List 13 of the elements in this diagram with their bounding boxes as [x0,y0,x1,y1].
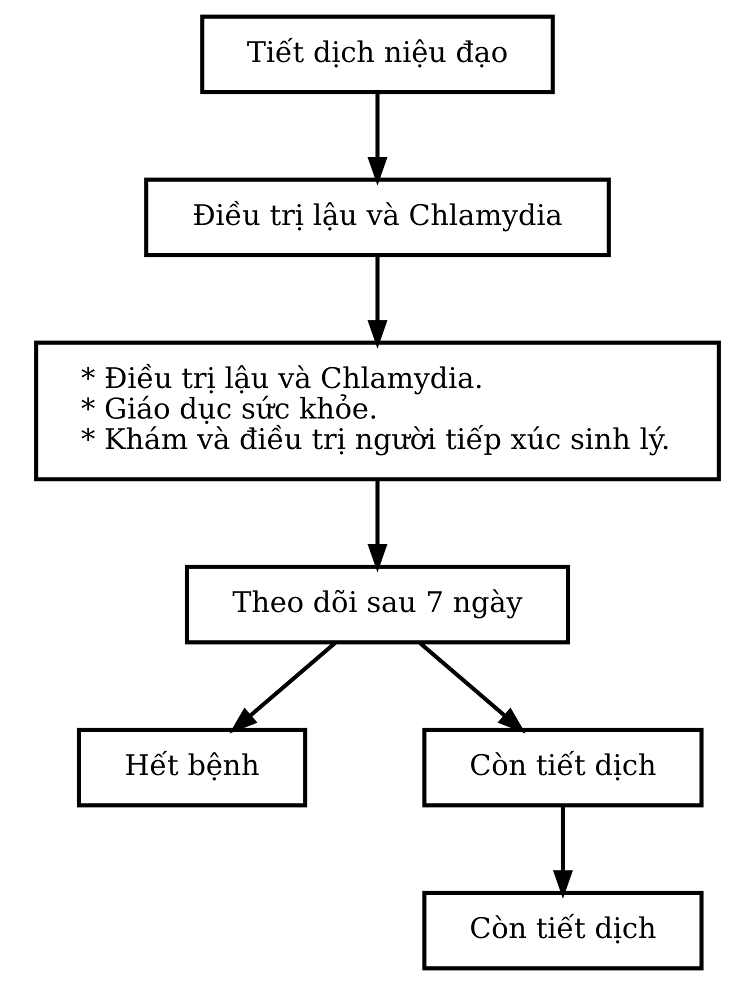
node-box: Điều trị lậu và Chlamydia [144,178,610,258]
node-box: * Điều trị lậu và Chlamydia. * Giáo dục sức khỏe. * Khám và điều trị người tiếp xúc sinh lý. [34,340,720,482]
node-box: Còn tiết dịch [422,890,704,970]
arrow [228,641,336,734]
node-box: Tiết dịch niệu đạo [200,14,554,94]
arrow [367,92,387,186]
node-box: Hết bệnh [76,728,307,808]
arrow [552,806,572,899]
node-box: Còn tiết dịch [422,728,704,808]
arrow [367,479,387,573]
arrow [418,641,526,734]
arrow [367,256,387,349]
node-box: Theo dõi sau 7 ngày [184,564,570,644]
